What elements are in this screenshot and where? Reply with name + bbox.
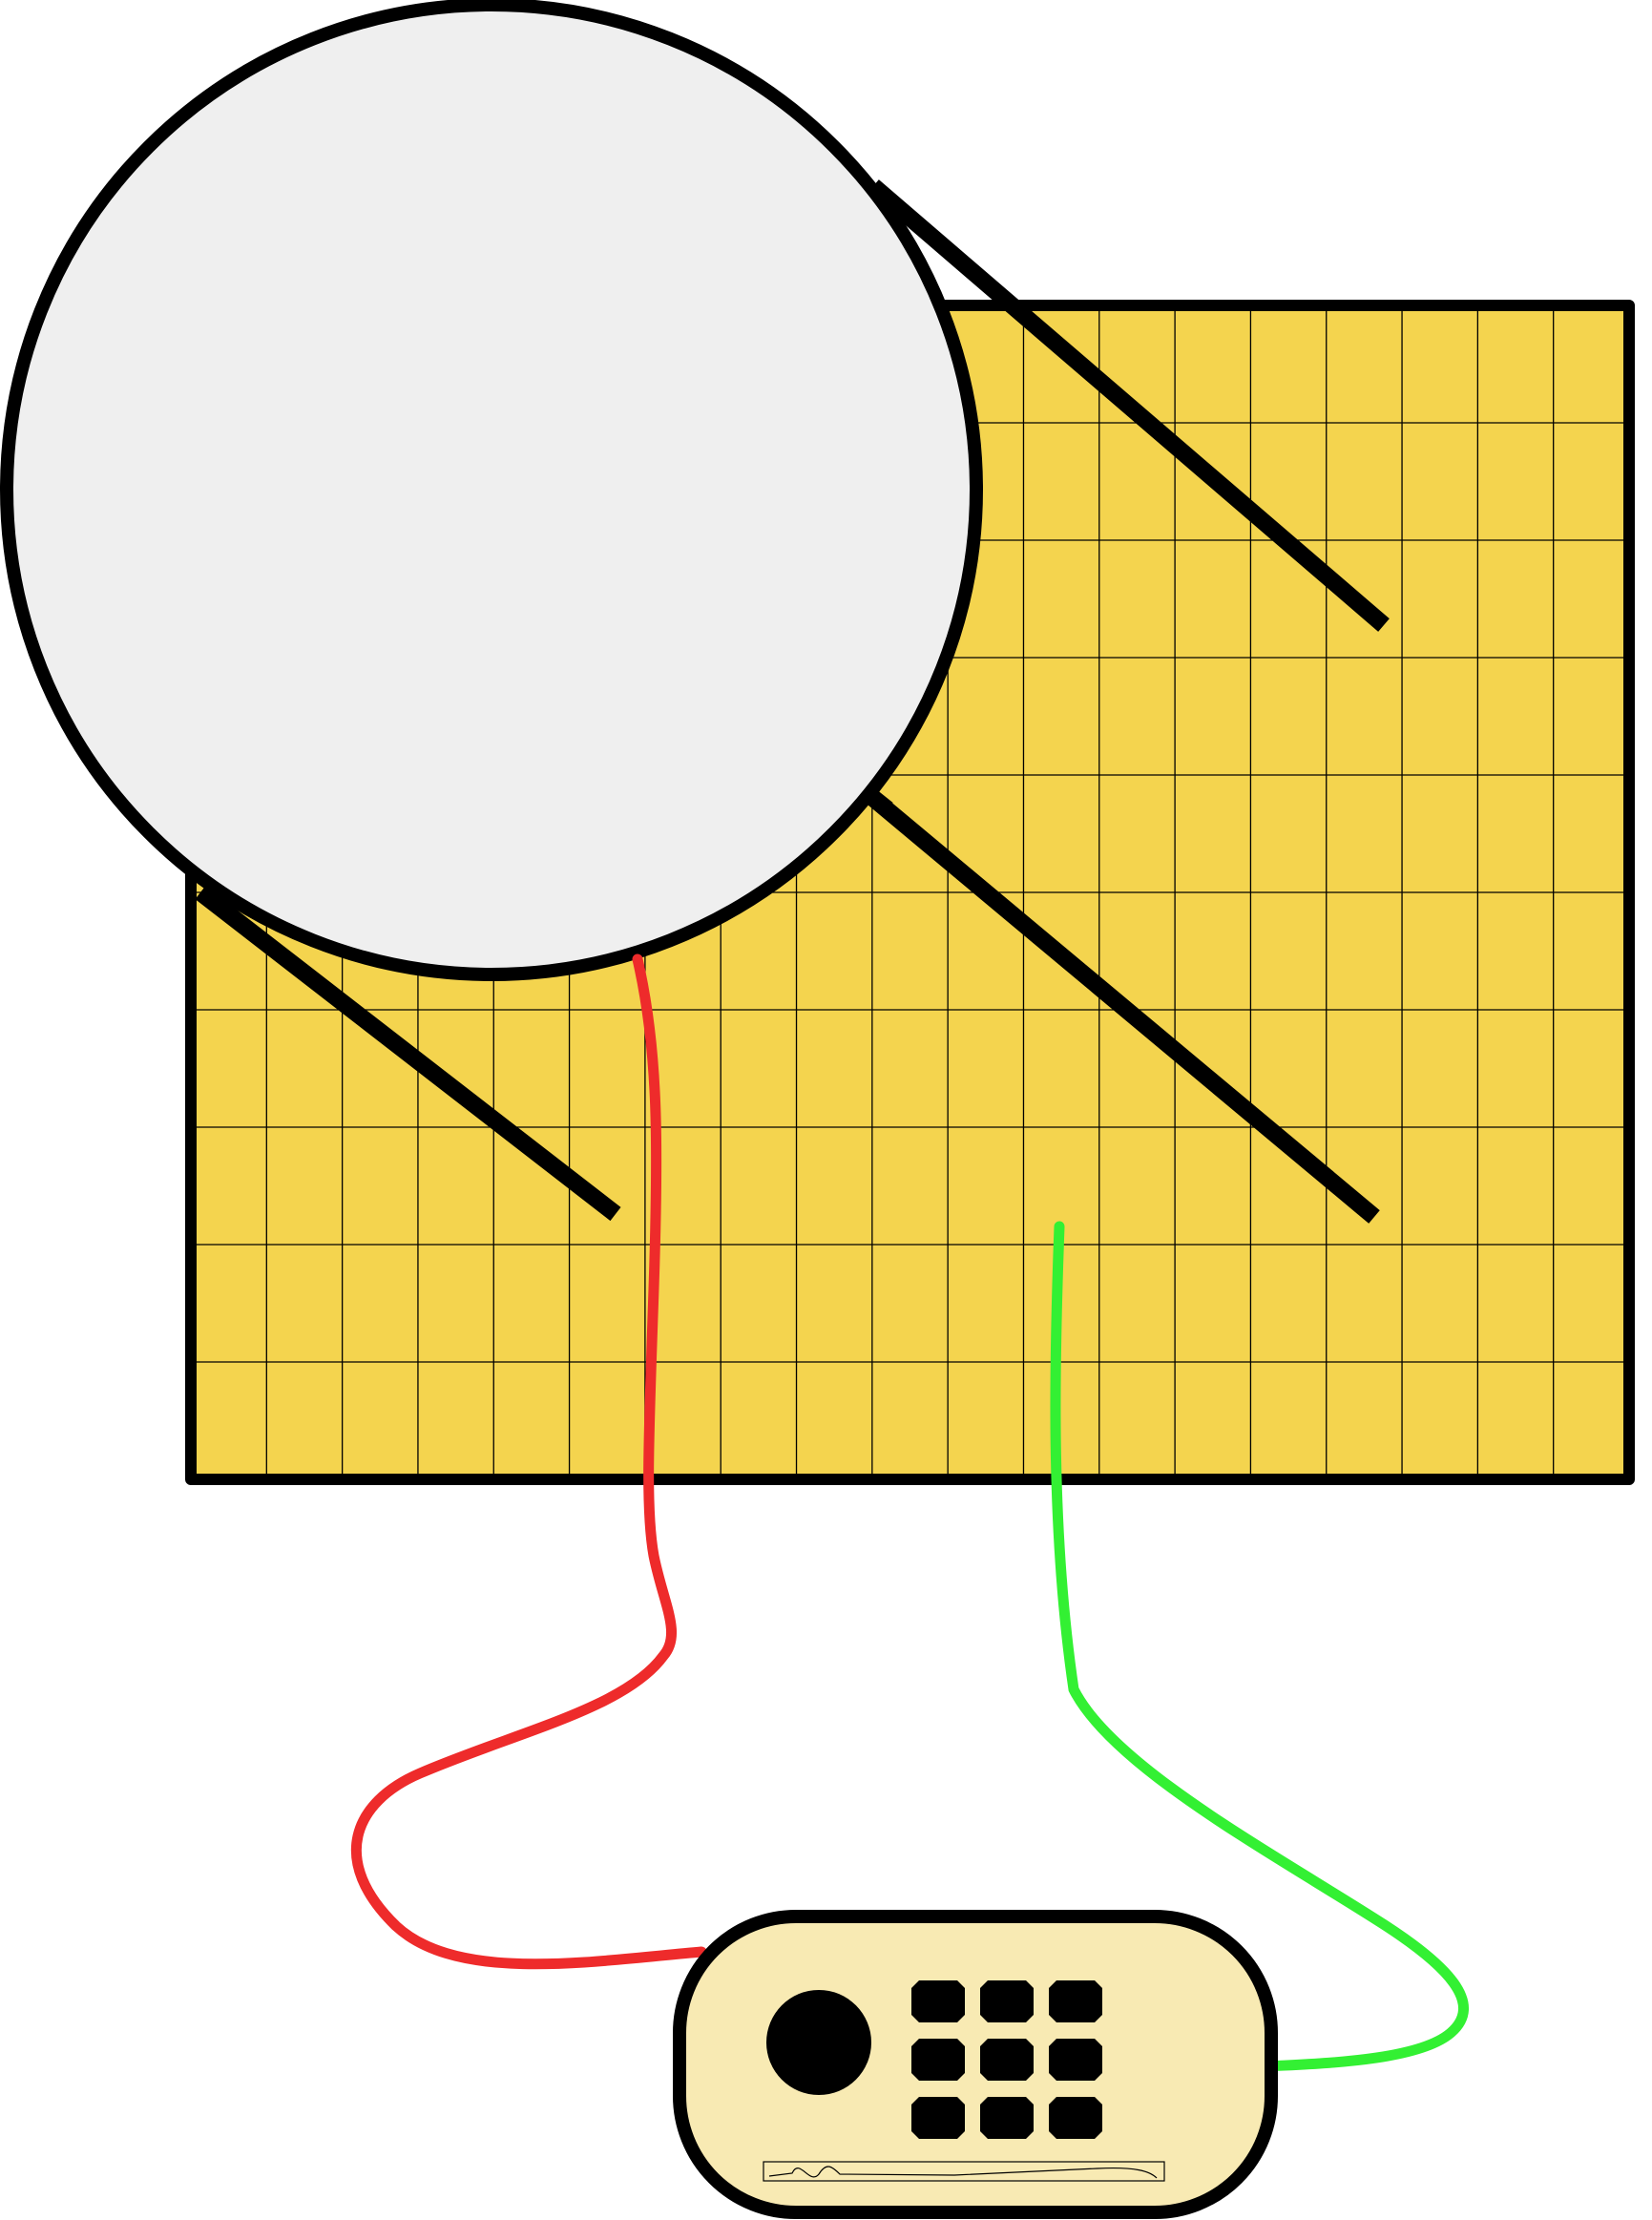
square-button-icon[interactable] bbox=[1049, 2039, 1102, 2081]
arm-stub bbox=[858, 783, 893, 817]
keypad bbox=[911, 1980, 1102, 2139]
square-button-icon[interactable] bbox=[1049, 1980, 1102, 2022]
red-wire bbox=[350, 953, 707, 1970]
square-button-icon[interactable] bbox=[980, 1980, 1034, 2022]
square-button-icon[interactable] bbox=[980, 2097, 1034, 2139]
display-trace bbox=[768, 2166, 1158, 2179]
square-button-icon[interactable] bbox=[1049, 2097, 1102, 2139]
arm-lower-right bbox=[858, 784, 1380, 1224]
green-wire bbox=[1050, 1221, 1469, 2072]
display-strip bbox=[763, 2161, 1165, 2182]
waveform-display-icon bbox=[763, 2161, 1165, 2182]
control-box bbox=[673, 1910, 1278, 2219]
board-outline bbox=[185, 300, 1635, 1485]
arm-upper-right bbox=[868, 179, 1390, 632]
square-button-icon[interactable] bbox=[911, 2097, 965, 2139]
arm-lower-left bbox=[195, 885, 621, 1222]
arms-group bbox=[195, 179, 1390, 1224]
disc bbox=[0, 0, 983, 981]
round-knob-icon[interactable] bbox=[766, 1990, 871, 2095]
square-button-icon[interactable] bbox=[911, 1980, 965, 2022]
control-box-body bbox=[673, 1910, 1278, 2219]
square-button-icon[interactable] bbox=[911, 2039, 965, 2081]
square-button-icon[interactable] bbox=[980, 2039, 1034, 2081]
